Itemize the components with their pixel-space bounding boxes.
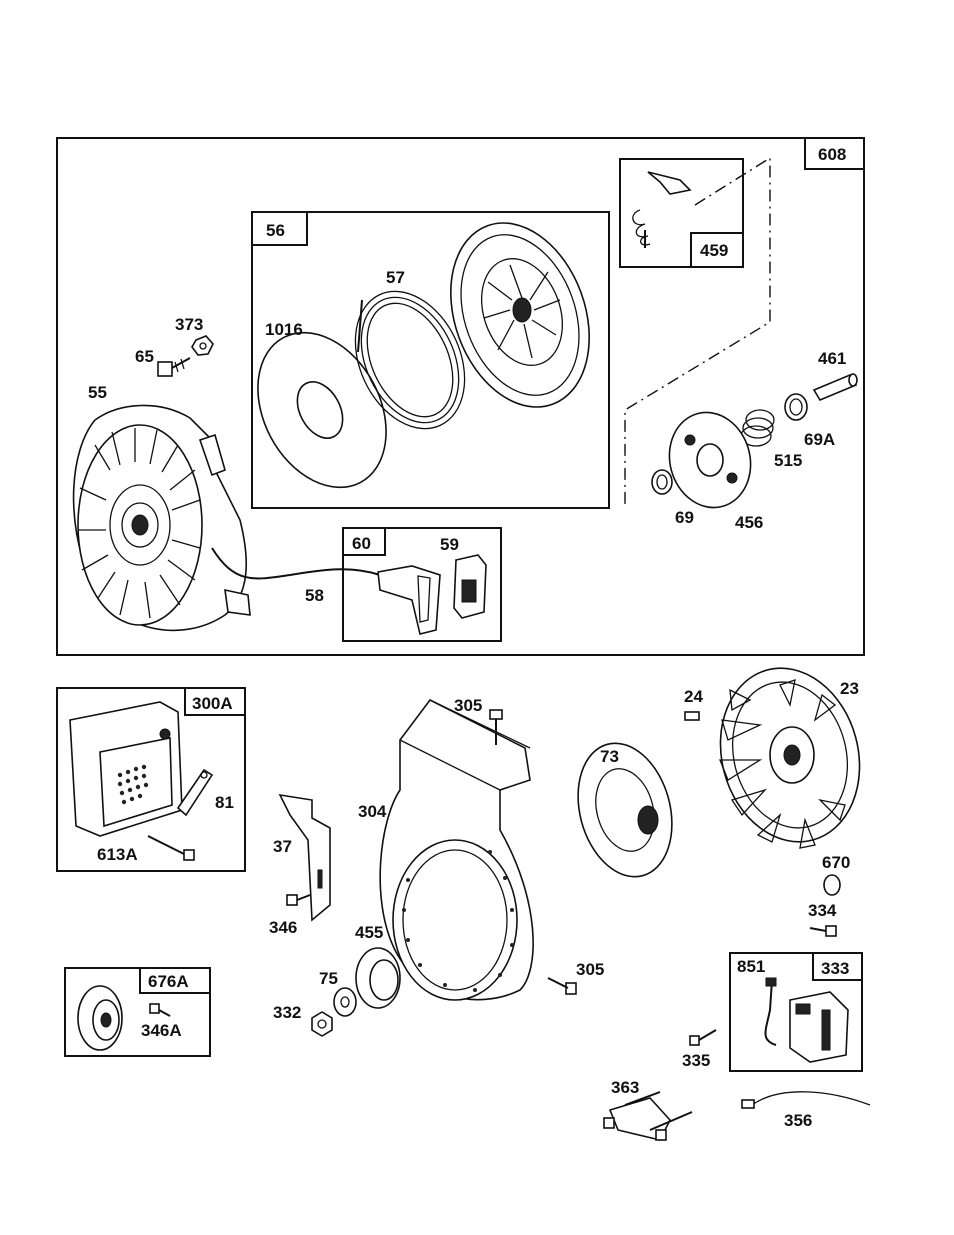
label-24: 24: [684, 687, 703, 706]
muffler: [70, 702, 182, 836]
ignition-module: [790, 992, 848, 1062]
pawl-459: [633, 172, 690, 248]
label-57: 57: [386, 268, 405, 287]
label-59: 59: [440, 535, 459, 554]
box-459-label: 459: [700, 241, 728, 260]
label-55: 55: [88, 383, 107, 402]
label-81: 81: [215, 793, 234, 812]
screw-334: [810, 926, 836, 936]
box-608-label: 608: [818, 145, 846, 164]
blower-housing-55: [74, 405, 250, 630]
screw-65: [158, 358, 190, 376]
starter-pulley: [426, 203, 613, 426]
label-305-top: 305: [454, 696, 482, 715]
screw-346A: [150, 1004, 170, 1016]
box-676A-label: 676A: [148, 972, 189, 991]
label-455: 455: [355, 923, 383, 942]
label-58: 58: [305, 586, 324, 605]
label-346: 346: [269, 918, 297, 937]
label-356: 356: [784, 1111, 812, 1130]
blower-housing-304: [380, 700, 533, 1000]
label-461: 461: [818, 349, 846, 368]
box-459: 459: [620, 159, 743, 267]
label-346A: 346A: [141, 1021, 182, 1040]
starter-handle: [378, 566, 440, 634]
label-332: 332: [273, 1003, 301, 1022]
handle-insert-59: [454, 555, 486, 618]
label-334: 334: [808, 901, 837, 920]
label-69A: 69A: [804, 430, 835, 449]
label-73: 73: [600, 747, 619, 766]
screw-335: [690, 1030, 716, 1045]
muffler-guard-81: [178, 770, 212, 815]
rotating-screen-73: [564, 733, 686, 888]
label-304: 304: [358, 802, 387, 821]
label-613A: 613A: [97, 845, 138, 864]
label-37: 37: [273, 837, 292, 856]
screw-305-side: [548, 978, 576, 994]
label-373: 373: [175, 315, 203, 334]
box-333-label: 333: [821, 959, 849, 978]
washer-75: [334, 988, 356, 1016]
label-515: 515: [774, 451, 802, 470]
ring-455: [356, 948, 400, 1008]
spacer-670: [824, 875, 840, 895]
washer-69A: [785, 394, 807, 420]
washer-69: [652, 470, 672, 494]
box-56-label: 56: [266, 221, 285, 240]
bracket-363: [604, 1092, 692, 1140]
label-65: 65: [135, 347, 154, 366]
box-300A-label: 300A: [192, 694, 233, 713]
screw-346: [287, 895, 310, 905]
label-335: 335: [682, 1051, 710, 1070]
ground-wire-356: [742, 1092, 870, 1108]
label-670: 670: [822, 853, 850, 872]
pin-461: [814, 374, 857, 400]
label-1016: 1016: [265, 320, 303, 339]
label-851: 851: [737, 957, 765, 976]
key-24: [685, 712, 699, 720]
bolt-613A: [148, 836, 194, 860]
part-676A: [78, 986, 122, 1050]
label-363: 363: [611, 1078, 639, 1097]
nut-373: [192, 336, 213, 355]
box-60-label: 60: [352, 534, 371, 553]
label-23: 23: [840, 679, 859, 698]
label-305-side: 305: [576, 960, 604, 979]
armature-851: [766, 978, 777, 1045]
label-69: 69: [675, 508, 694, 527]
nut-332: [312, 1012, 332, 1036]
label-75: 75: [319, 969, 338, 988]
label-456: 456: [735, 513, 763, 532]
